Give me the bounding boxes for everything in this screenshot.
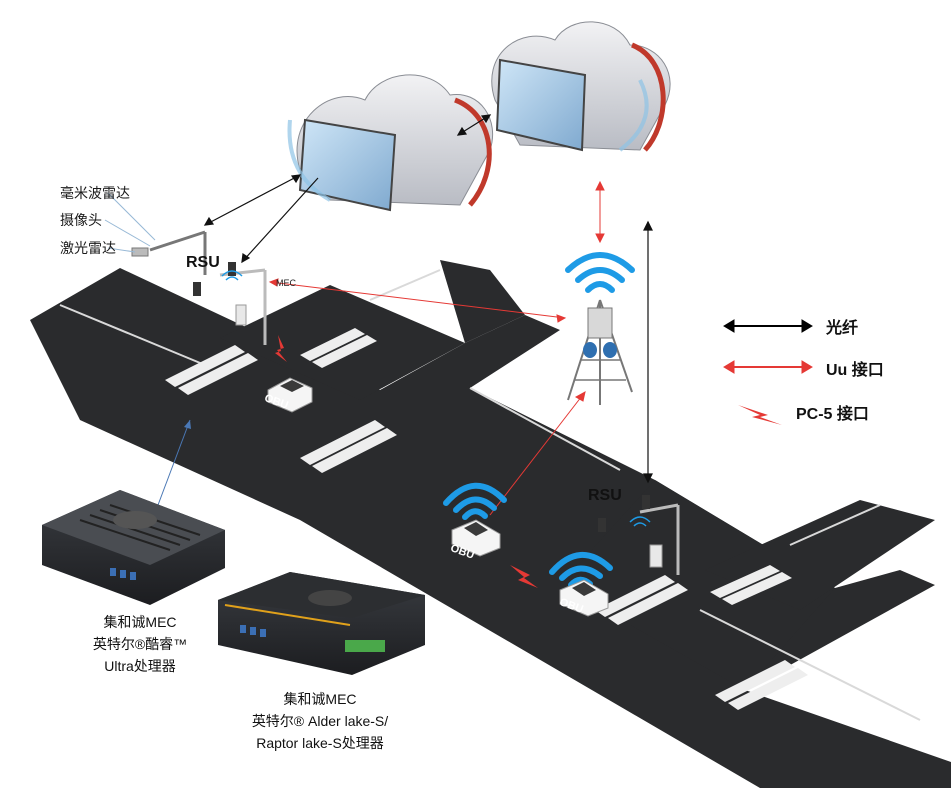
device-uplink [157, 419, 191, 506]
fiber-links [203, 114, 653, 484]
car-obu-1 [267, 377, 313, 413]
label-radar: 毫米波雷达 [60, 185, 130, 201]
sensor-leader-lines [104, 192, 156, 253]
device-uplink-arrow [184, 420, 191, 429]
legend-uu-text: Uu 接口 [826, 362, 884, 379]
legend-pc5-bolt [738, 405, 782, 425]
device-right-caption: 集和诚MEC 英特尔® Alder lake-S/ Raptor lake-S处… [200, 688, 440, 754]
car-obu-2 [451, 519, 501, 557]
cloud-server-right [491, 21, 671, 152]
device-right-line2: 英特尔® Alder lake-S/ [251, 713, 389, 729]
mec-device-right [218, 572, 425, 675]
wifi-signal-tower [565, 252, 635, 293]
legend-fiber-arrow [723, 319, 813, 333]
uu-links [268, 180, 605, 516]
rsu-pole-top [193, 262, 267, 345]
pc5-bolts [275, 335, 538, 588]
device-left-caption: 集和诚MEC 英特尔®酷睿™ Ultra处理器 [40, 611, 240, 677]
legend-fiber-text: 光纤 [826, 320, 859, 337]
wifi-signal-rsu [221, 270, 651, 527]
label-lidar: 激光雷达 [60, 240, 116, 256]
wifi-signal-car1 [443, 482, 507, 520]
sensor-pole [131, 230, 207, 275]
rsu-pole-bottom [598, 495, 680, 575]
cloud-server-left [287, 74, 494, 212]
legend-uu-arrow [723, 360, 813, 374]
base-station-tower [567, 299, 633, 405]
device-left-line1: 集和诚MEC [103, 614, 177, 630]
device-right-line1: 集和诚MEC [283, 691, 357, 707]
mec-label: MEC [276, 278, 296, 288]
device-right-line3: Raptor lake-S处理器 [256, 735, 384, 751]
device-left-line2: 英特尔®酷睿™ [92, 636, 188, 652]
rsu-label-bottom: RSU [588, 487, 622, 504]
legend-pc5-text: PC-5 接口 [796, 406, 869, 423]
mec-device-left [42, 490, 225, 605]
car-obu-3 [559, 579, 609, 617]
device-left-line3: Ultra处理器 [104, 658, 176, 674]
label-camera: 摄像头 [60, 212, 102, 228]
rsu-label-top: RSU [186, 254, 220, 271]
